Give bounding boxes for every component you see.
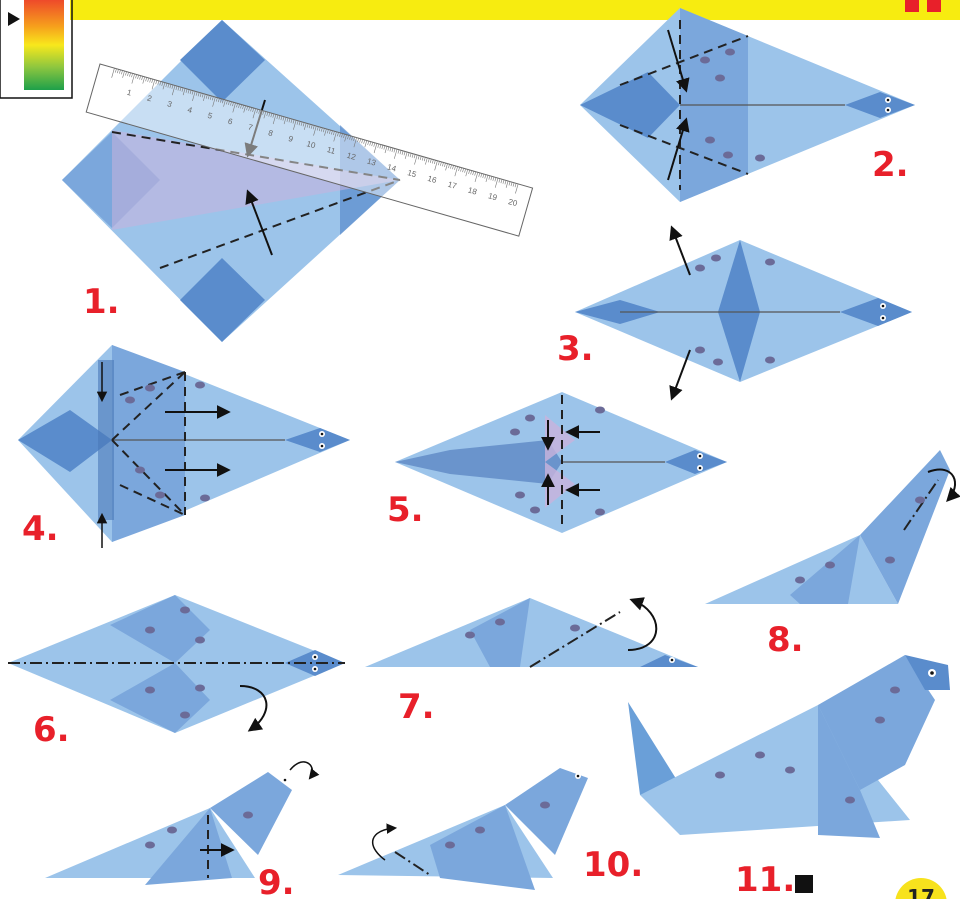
end-square-icon (795, 875, 813, 893)
step-8-label: 8. (767, 623, 804, 657)
step-2-diagram (580, 8, 915, 202)
step-11-label: 11. (735, 863, 795, 897)
banner-mark-right (927, 0, 941, 12)
step-8-diagram (705, 450, 955, 604)
banner-mark-left (905, 0, 919, 12)
difficulty-gradient-icon (24, 0, 64, 90)
step-7-diagram (365, 598, 698, 667)
step-1-label: 1. (83, 285, 120, 319)
step-10-label: 10. (583, 848, 643, 882)
page-number: 17 (895, 878, 947, 899)
top-banner (70, 0, 960, 20)
step-10-diagram (338, 768, 588, 890)
step-4-label: 4. (22, 512, 59, 546)
step-2-label: 2. (872, 148, 909, 182)
step-9-label: 9. (258, 866, 295, 900)
step-3-label: 3. (557, 332, 594, 366)
step-5-diagram (395, 392, 727, 533)
step-5-label: 5. (387, 493, 424, 527)
step-4-diagram (18, 345, 350, 548)
page-number-badge: 17 (895, 872, 947, 899)
step-11-diagram (628, 655, 950, 838)
difficulty-indicator (0, 0, 72, 98)
step-3-diagram (575, 228, 912, 398)
step-7-label: 7. (398, 690, 435, 724)
play-triangle-icon (8, 12, 20, 26)
step-6-label: 6. (33, 713, 70, 747)
step-1-diagram: 1234567891011121314151617181920 (62, 20, 533, 342)
